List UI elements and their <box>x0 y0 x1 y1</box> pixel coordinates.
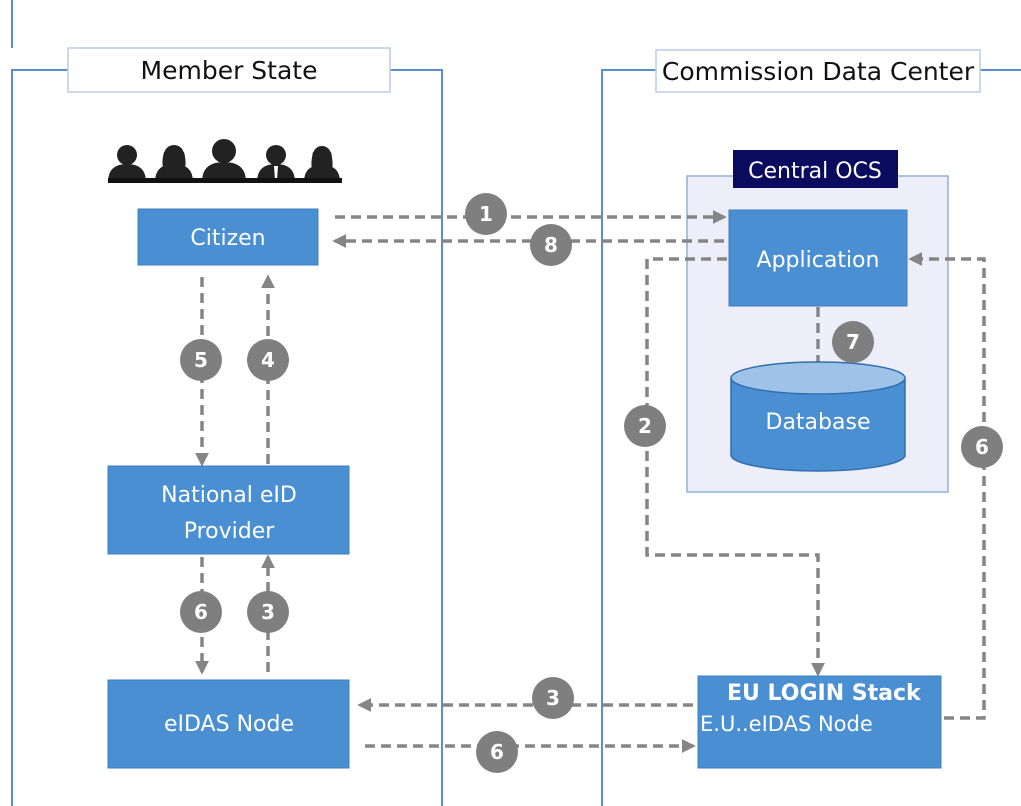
eu-login-label-line2: E.U..eIDAS Node <box>700 712 873 736</box>
step-7: 7 <box>832 321 874 363</box>
application-box: Application <box>728 209 908 307</box>
step-6-left-number: 6 <box>194 600 208 624</box>
central-ocs-title: Central OCS <box>748 159 882 184</box>
step-7-number: 7 <box>846 330 860 354</box>
step-8: 8 <box>530 224 572 266</box>
step-3-bottom: 3 <box>532 677 574 719</box>
commission-title-box <box>655 49 981 93</box>
step-5: 5 <box>180 339 222 381</box>
step-1: 1 <box>465 193 507 235</box>
eu-login-stack-box: EU LOGIN Stack E.U..eIDAS Node <box>697 675 942 769</box>
step-3-left-number: 3 <box>261 600 275 624</box>
member-state-frame: Member State <box>11 47 443 806</box>
application-label: Application <box>757 248 880 273</box>
step-3-bottom-number: 3 <box>546 686 560 710</box>
step-6-bottom-number: 6 <box>490 740 504 764</box>
database-label: Database <box>766 410 871 435</box>
step-4-number: 4 <box>261 348 275 372</box>
step-8-number: 8 <box>544 233 558 257</box>
commission-frame: Commission Data Center <box>601 49 1021 806</box>
eidas-node-box: eIDAS Node <box>107 679 350 769</box>
people-icon <box>108 139 342 183</box>
database-cylinder: Database <box>730 361 906 472</box>
member-state-title-box <box>67 47 391 93</box>
eidas-node-label: eIDAS Node <box>164 712 294 737</box>
step-6-right: 6 <box>961 426 1003 468</box>
member-state-title: Member State <box>141 56 318 85</box>
national-eid-label-line2: Provider <box>184 519 276 544</box>
step-6-right-number: 6 <box>975 435 989 459</box>
citizen-box: Citizen <box>137 208 319 266</box>
citizen-label: Citizen <box>190 226 265 251</box>
arrow-application-to-eulogin <box>645 257 825 677</box>
step-6-left: 6 <box>180 591 222 633</box>
step-5-number: 5 <box>194 348 208 372</box>
step-4: 4 <box>247 339 289 381</box>
national-eid-label-line1: National eID <box>161 483 297 508</box>
step-3-left: 3 <box>247 591 289 633</box>
step-2: 2 <box>624 405 666 447</box>
national-eid-provider-box: National eID Provider <box>107 465 350 555</box>
step-1-number: 1 <box>479 202 493 226</box>
step-6-bottom: 6 <box>476 731 518 773</box>
step-2-number: 2 <box>638 414 652 438</box>
commission-title: Commission Data Center <box>662 57 975 86</box>
eu-login-label-line1: EU LOGIN Stack <box>727 681 922 706</box>
central-ocs-title-bg <box>733 150 898 188</box>
arrow-eulogin-to-application <box>908 252 986 720</box>
